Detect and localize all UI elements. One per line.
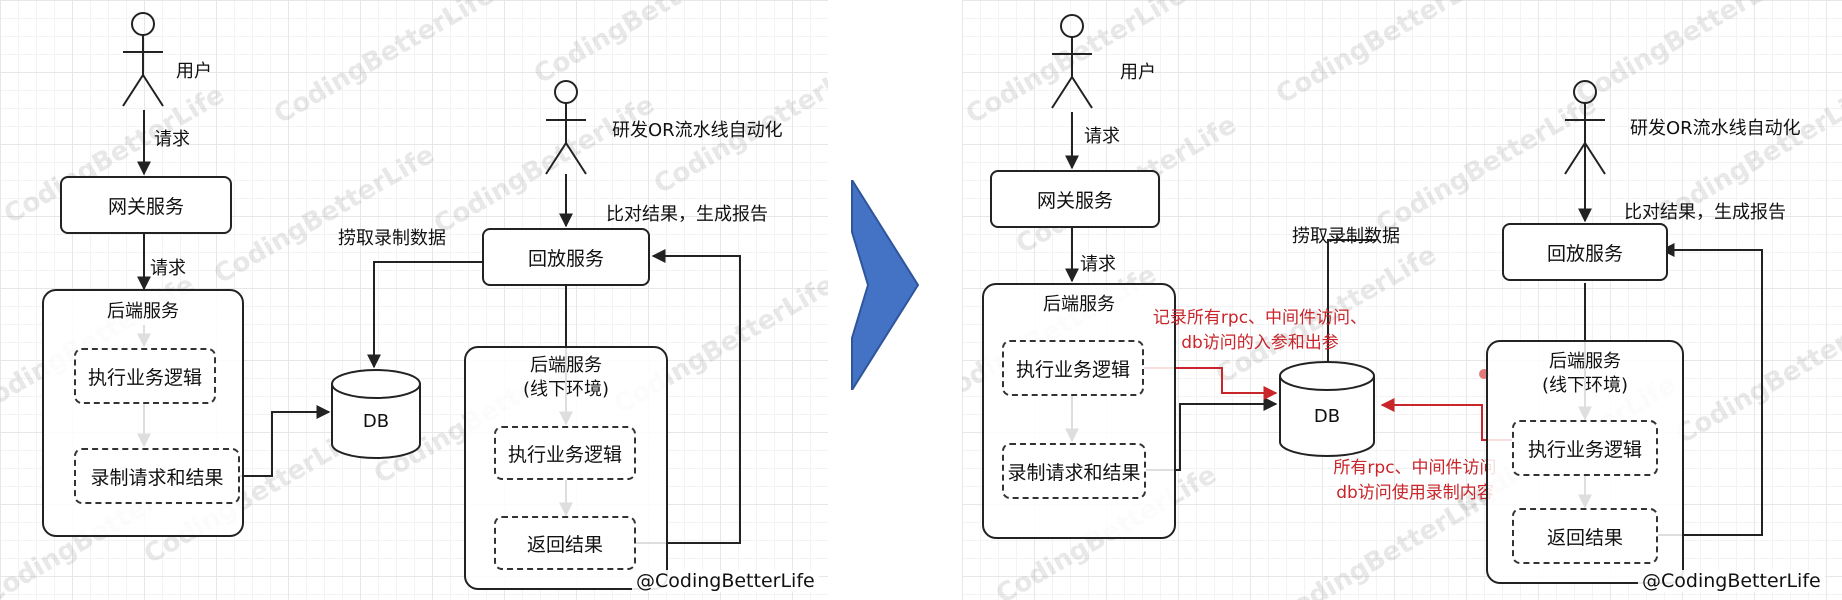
database: DB xyxy=(1278,360,1376,458)
dev-label: 研发OR流水线自动化 xyxy=(612,120,783,141)
request-label-1: 请求 xyxy=(1084,126,1120,147)
request-label-2: 请求 xyxy=(1080,254,1116,275)
left-diagram: CodingBetterLife CodingBetterLife Coding… xyxy=(0,0,828,600)
request-label-1: 请求 xyxy=(154,129,190,150)
credit-label: @CodingBetterLife xyxy=(632,570,819,592)
request-label-2: 请求 xyxy=(150,258,186,279)
backend-service-title: 后端服务 xyxy=(107,301,179,322)
compare-label: 比对结果，生成报告 xyxy=(606,204,768,225)
database: DB xyxy=(330,368,422,460)
record-annotation-line1: 记录所有rpc、中间件访问、 xyxy=(1152,308,1368,328)
compare-label: 比对结果，生成报告 xyxy=(1624,202,1786,223)
record-box: 录制请求和结果 xyxy=(74,448,240,504)
user-actor-icon xyxy=(1051,14,1093,109)
gateway-service-box: 网关服务 xyxy=(60,176,232,234)
fetch-label: 捞取录制数据 xyxy=(338,228,446,249)
replay-service-box: 回放服务 xyxy=(1502,223,1668,281)
offline-exec-logic-box: 执行业务逻辑 xyxy=(494,426,636,480)
offline-title-line1: 后端服务 xyxy=(1549,351,1621,372)
dev-label: 研发OR流水线自动化 xyxy=(1630,118,1801,139)
transition-arrow-icon xyxy=(851,180,920,390)
record-box: 录制请求和结果 xyxy=(1002,443,1146,499)
exec-logic-box: 执行业务逻辑 xyxy=(74,348,216,404)
offline-title-line2: (线下环境) xyxy=(1541,375,1629,396)
record-annotation: 记录所有rpc、中间件访问、 db访问的入参和出参 xyxy=(1140,306,1380,356)
user-label: 用户 xyxy=(176,61,212,82)
left-connectors xyxy=(137,110,741,544)
replay-service-box: 回放服务 xyxy=(482,228,650,286)
offline-backend-title: 后端服务 (线下环境) xyxy=(464,354,668,402)
backend-service-title: 后端服务 xyxy=(1043,294,1115,315)
return-result-box: 返回结果 xyxy=(1512,508,1658,564)
database-icon xyxy=(1279,361,1375,457)
return-result-box: 返回结果 xyxy=(494,516,636,570)
user-label: 用户 xyxy=(1120,62,1156,83)
record-annotation-line2: db访问的入参和出参 xyxy=(1181,333,1339,353)
use-annotation-line2: db访问使用录制内容 xyxy=(1336,483,1494,503)
exec-logic-box: 执行业务逻辑 xyxy=(1002,340,1144,396)
offline-title-line2: (线下环境) xyxy=(522,379,610,400)
offline-backend-title: 后端服务 (线下环境) xyxy=(1486,350,1684,398)
fetch-label: 捞取录制数据 xyxy=(1292,226,1400,247)
dev-actor-icon xyxy=(1564,80,1606,175)
user-actor-icon xyxy=(122,12,164,107)
gateway-service-box: 网关服务 xyxy=(990,170,1160,228)
credit-label: @CodingBetterLife xyxy=(1638,570,1825,592)
use-recording-annotation: 所有rpc、中间件访问 db访问使用录制内容 xyxy=(1310,456,1520,506)
db-label: DB xyxy=(1313,405,1341,427)
offline-exec-logic-box: 执行业务逻辑 xyxy=(1512,420,1658,476)
database-icon xyxy=(331,369,421,459)
dev-actor-icon xyxy=(545,80,587,175)
offline-title-line1: 后端服务 xyxy=(530,355,602,376)
right-diagram: CodingBetterLife CodingBetterLife Coding… xyxy=(962,0,1842,600)
db-label: DB xyxy=(362,410,390,432)
use-annotation-line1: 所有rpc、中间件访问 xyxy=(1333,458,1497,478)
